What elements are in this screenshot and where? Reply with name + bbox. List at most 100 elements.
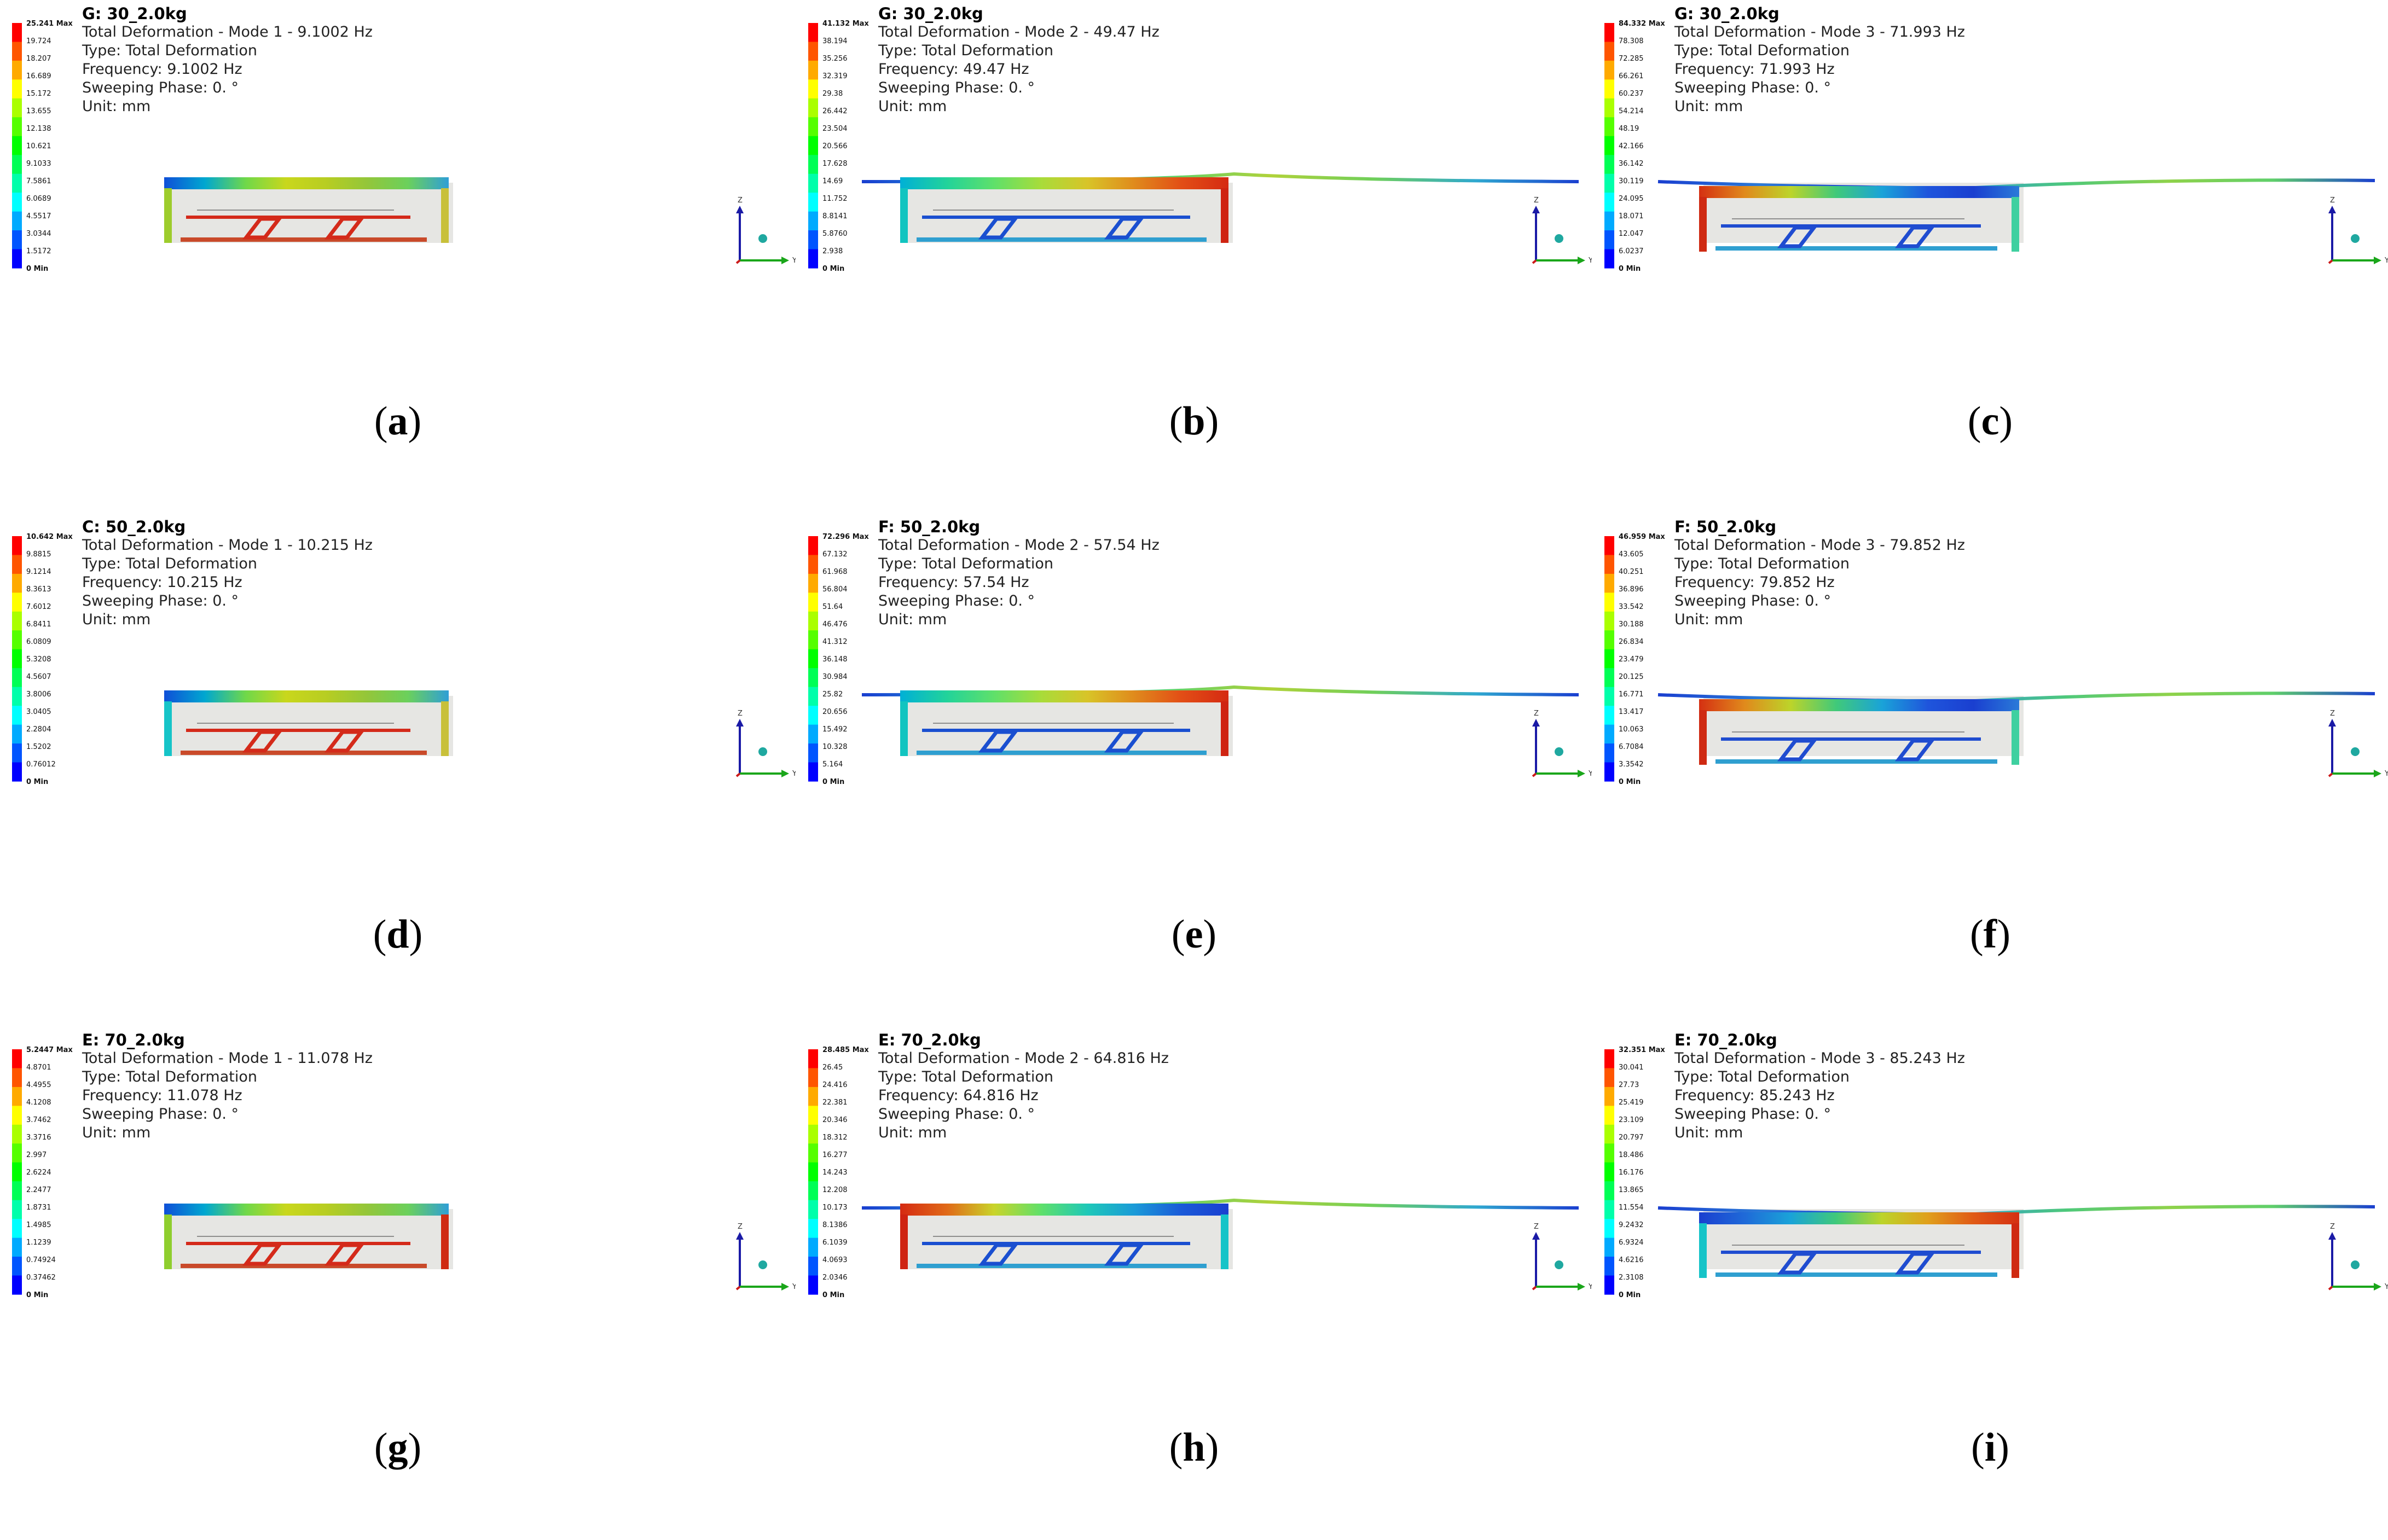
color-bar: 25.241 Max19.72418.20716.68915.17213.655… (12, 20, 73, 273)
legend-tick-label: 13.655 (26, 107, 51, 115)
color-bar-segment (808, 743, 818, 763)
legend-tick-label: 13.417 (1619, 708, 1644, 716)
view-sphere (758, 234, 767, 243)
legend-tick-label: 11.554 (1619, 1204, 1644, 1212)
inner-plate-upper (922, 729, 1190, 732)
legend-tick-label: 12.208 (822, 1186, 848, 1194)
result-info-line: Type: Total Deformation (82, 555, 257, 572)
legend-tick-label: 36.148 (822, 655, 848, 664)
legend-tick-label: 5.8760 (822, 230, 848, 238)
color-bar-segment (1604, 155, 1614, 175)
inner-plate-lower (917, 1264, 1207, 1268)
inner-plate-upper (186, 729, 410, 732)
legend-tick-label: 25.82 (822, 690, 843, 699)
left-leg (900, 1214, 908, 1269)
deck-member (164, 690, 449, 702)
legend-tick-label: 5.2447 Max (26, 1046, 73, 1054)
color-bar-segment (12, 762, 22, 782)
result-info-line: Frequency: 57.54 Hz (878, 574, 1029, 591)
result-title: G: 30_2.0kg (82, 4, 187, 23)
legend-tick-label: 27.73 (1619, 1081, 1639, 1089)
result-info-line: Sweeping Phase: 0. ° (82, 592, 239, 609)
legend-tick-label: 9.1214 (26, 568, 51, 576)
scissor-brace (324, 217, 366, 240)
legend-tick-label: 0 Min (822, 265, 844, 273)
legend-tick-label: 10.063 (1619, 725, 1644, 734)
legend-tick-label: 0 Min (1619, 265, 1641, 273)
color-bar-segment (12, 1257, 22, 1276)
view-sphere (1555, 1260, 1563, 1269)
color-bar-segment (1604, 706, 1614, 725)
panel-caption-letter: b (1183, 399, 1205, 444)
legend-tick-label: 78.308 (1619, 37, 1644, 45)
legend-tick-label: 11.752 (822, 195, 848, 203)
inner-plate-upper (1721, 224, 1981, 228)
scissor-brace (1894, 739, 1936, 762)
result-info-line: Sweeping Phase: 0. ° (82, 1106, 239, 1123)
deck-member (164, 177, 449, 189)
color-bar-segment (1604, 649, 1614, 669)
legend-tick-label: 6.1039 (822, 1239, 848, 1247)
right-leg (441, 1214, 449, 1269)
result-info-line: Frequency: 49.47 Hz (878, 61, 1029, 78)
legend-tick-label: 72.296 Max (822, 533, 869, 541)
color-bar-segment (1604, 1162, 1614, 1182)
color-bar-segment (808, 79, 818, 99)
inner-plate-upper (922, 1242, 1190, 1245)
result-info-line: Unit: mm (878, 1124, 947, 1141)
legend-tick-label: 18.207 (26, 55, 51, 63)
legend-tick-label: 4.5607 (26, 673, 51, 681)
inner-plate-upper (186, 1242, 410, 1245)
legend-tick-label: 4.4955 (26, 1081, 51, 1089)
color-bar-segment (808, 136, 818, 155)
legend-tick-label: 66.261 (1619, 72, 1644, 80)
result-info-line: Type: Total Deformation (82, 1068, 257, 1085)
result-title: G: 30_2.0kg (1674, 4, 1780, 23)
inner-plate-upper (1721, 737, 1981, 741)
color-bar-segment (808, 249, 818, 269)
scissor-brace (1894, 1252, 1936, 1275)
deck-member (164, 1204, 449, 1216)
result-info-line: Frequency: 10.215 Hz (82, 574, 242, 591)
color-bar: 5.2447 Max4.87014.49554.12083.74623.3716… (12, 1046, 73, 1299)
color-bar-segment (1604, 42, 1614, 61)
deformation-view: ZY (1657, 1205, 2388, 1291)
result-info-line: Unit: mm (82, 611, 151, 628)
legend-tick-label: 4.1208 (26, 1099, 51, 1107)
result-info-line: Type: Total Deformation (1674, 42, 1850, 59)
color-bar-segment (808, 573, 818, 593)
z-axis-label: Z (738, 710, 743, 718)
legend-tick-label: 0 Min (26, 265, 48, 273)
scissor-brace (324, 1243, 366, 1266)
scissor-brace (1777, 225, 1818, 248)
color-bar-segment (1604, 1237, 1614, 1257)
y-axis-label: Y (1588, 257, 1592, 265)
undeformed-frame (905, 183, 1233, 243)
legend-tick-label: 18.312 (822, 1134, 848, 1142)
color-bar-segment (808, 555, 818, 574)
legend-tick-label: 10.621 (26, 142, 51, 150)
legend-tick-label: 42.166 (1619, 142, 1644, 150)
result-title: F: 50_2.0kg (878, 518, 981, 536)
z-axis-arrow (736, 1232, 744, 1240)
inner-plate-lower (181, 237, 427, 242)
result-info-line: Unit: mm (1674, 611, 1743, 628)
panel-caption: (d) (373, 912, 423, 957)
right-leg (1221, 188, 1228, 243)
color-bar: 10.642 Max9.88159.12148.36137.60126.8411… (12, 533, 73, 786)
color-bar-segment (1604, 1106, 1614, 1125)
panel-caption: (h) (1169, 1425, 1219, 1470)
color-bar-segment (1604, 555, 1614, 574)
left-leg (1699, 1223, 1707, 1278)
color-bar-segment (808, 173, 818, 193)
color-bar-segment (1604, 1143, 1614, 1163)
legend-tick-label: 15.172 (26, 90, 51, 98)
color-bar-segment (1604, 1200, 1614, 1219)
legend-tick-label: 9.8815 (26, 550, 51, 559)
deformation-view: ZY (1657, 691, 2388, 778)
color-bar-segment (1604, 1068, 1614, 1088)
legend-tick-label: 41.132 Max (822, 20, 869, 28)
panel-caption-letter: d (386, 912, 409, 957)
